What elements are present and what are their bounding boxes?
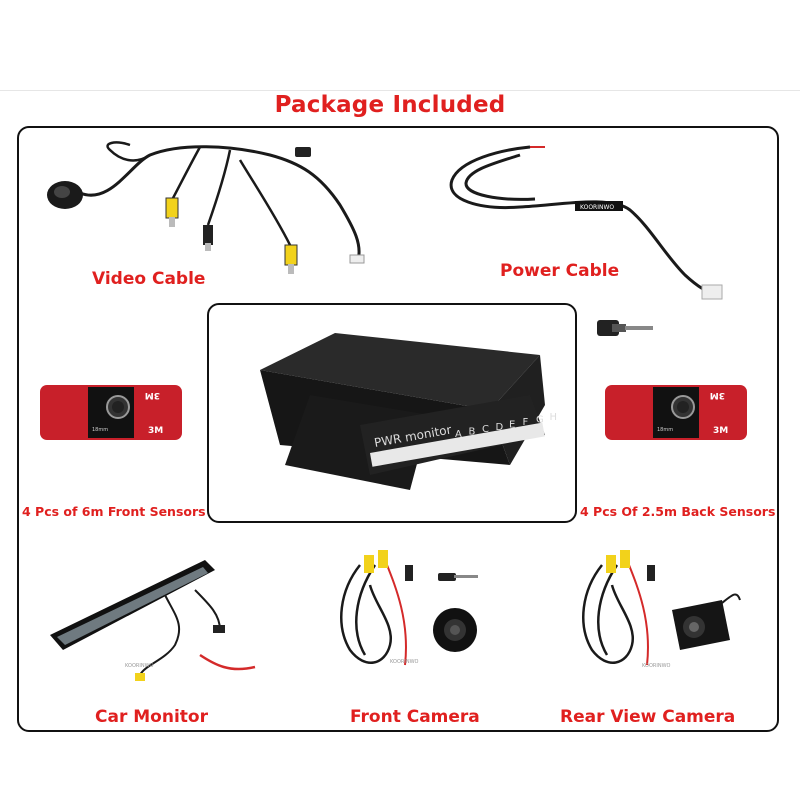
page-title: Package Included <box>274 92 506 118</box>
front-sensor-brand: 3M <box>145 390 160 400</box>
hole-saw-icon <box>597 320 653 336</box>
port-label-h: H <box>550 412 558 423</box>
back-sensor-dimension: 18mm <box>657 427 673 433</box>
rear-camera-label: Rear View Camera <box>560 707 736 727</box>
front-camera-watermark: KOORINWO <box>390 659 419 665</box>
front-sensor-image: 3M 3M 18mm <box>40 385 182 440</box>
front-camera-image: KOORINWO <box>340 550 478 666</box>
front-sensor-dimension: 18mm <box>92 427 108 433</box>
rear-camera-image: KOORINWO <box>582 550 741 669</box>
car-monitor-image: KOORINWO <box>50 560 256 681</box>
power-cable-image: KOORINWO <box>449 145 723 300</box>
package-frame <box>17 126 779 732</box>
top-divider <box>0 90 800 91</box>
control-box-frame <box>207 303 577 523</box>
port-label-b: B <box>469 427 476 438</box>
video-cable-image <box>47 141 365 274</box>
car-monitor-label: Car Monitor <box>95 707 208 727</box>
port-label-d: D <box>496 422 504 433</box>
port-label-c: C <box>482 424 489 435</box>
back-sensor-brand-2: 3M <box>713 426 728 436</box>
front-sensor-brand-2: 3M <box>148 426 163 436</box>
power-cable-label: Power Cable <box>500 261 620 281</box>
video-cable-label: Video Cable <box>92 269 206 289</box>
front-camera-label: Front Camera <box>350 707 480 727</box>
back-sensors-label: 4 Pcs Of 2.5m Back Sensors <box>580 504 776 519</box>
power-cable-watermark: KOORINWO <box>580 204 614 211</box>
monitor-watermark: KOORINWO <box>125 663 154 669</box>
port-label-f: F <box>523 417 529 428</box>
back-sensor-brand: 3M <box>710 390 725 400</box>
port-label-e: E <box>509 419 515 430</box>
front-sensors-label: 4 Pcs of 6m Front Sensors <box>22 504 206 519</box>
back-sensor-image: 3M 3M 18mm <box>605 385 747 440</box>
rear-camera-watermark: KOORINWO <box>642 663 671 669</box>
port-label-a: A <box>455 429 462 440</box>
port-label-g: G <box>536 415 544 426</box>
